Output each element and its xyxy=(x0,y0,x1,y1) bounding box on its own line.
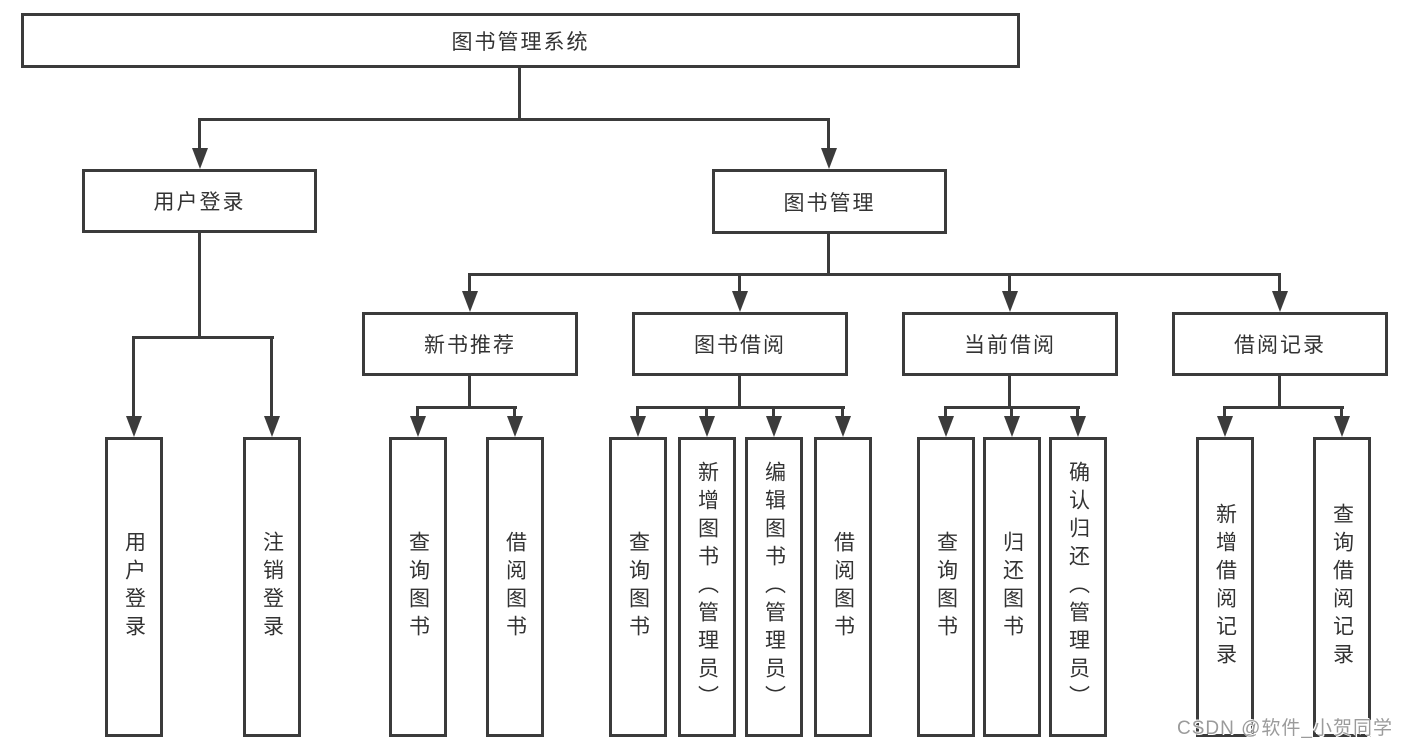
node-label: 用户登录 xyxy=(153,191,246,214)
leaf-add-book-admin: 新增图书（管理员） xyxy=(678,437,736,737)
arrow-down-icon xyxy=(192,148,208,169)
node-label: 借阅记录 xyxy=(1234,334,1326,357)
node-label: 图书借阅 xyxy=(694,334,786,357)
leaf-confirm-return-admin: 确认归还（管理员） xyxy=(1049,437,1107,737)
arrow-down-icon xyxy=(821,148,837,169)
node-label: 注销登录 xyxy=(260,531,284,643)
connector-drop-level3 xyxy=(1008,273,1011,291)
node-label: 新增图书（管理员） xyxy=(695,461,719,713)
connector-user-login-bar xyxy=(132,336,274,339)
connector-records-bar xyxy=(1223,406,1344,409)
connector-drop-leaf xyxy=(270,336,273,416)
leaf-query-books-borrow: 查询图书 xyxy=(609,437,667,737)
arrow-down-icon xyxy=(1334,416,1350,437)
node-label: 借阅图书 xyxy=(831,531,855,643)
node-label: 新书推荐 xyxy=(424,334,516,357)
node-current-borrow: 当前借阅 xyxy=(902,312,1118,376)
node-label: 查询图书 xyxy=(406,531,430,643)
node-book-management-system: 图书管理系统 xyxy=(21,13,1020,68)
arrow-down-icon xyxy=(462,291,478,312)
node-book-management: 图书管理 xyxy=(712,169,947,234)
leaf-borrow-books: 借阅图书 xyxy=(814,437,872,737)
connector-drop-leaf xyxy=(841,406,844,418)
node-user-login: 用户登录 xyxy=(82,169,317,233)
leaf-borrow-books-recommend: 借阅图书 xyxy=(486,437,544,737)
connector-user-login-stem xyxy=(198,233,201,336)
node-book-borrow: 图书借阅 xyxy=(632,312,848,376)
arrow-down-icon xyxy=(1004,416,1020,437)
connector-drop-leaf xyxy=(705,406,708,418)
connector-drop-leaf xyxy=(1076,406,1079,418)
arrow-down-icon xyxy=(410,416,426,437)
arrow-down-icon xyxy=(507,416,523,437)
leaf-return-book: 归还图书 xyxy=(983,437,1041,737)
connector-borrow-stem xyxy=(738,376,741,406)
connector-drop-book-management xyxy=(827,118,830,150)
connector-level3-bar xyxy=(468,273,1280,276)
arrow-down-icon xyxy=(699,416,715,437)
node-label: 确认归还（管理员） xyxy=(1066,461,1090,713)
connector-drop-leaf xyxy=(944,406,947,418)
arrow-down-icon xyxy=(938,416,954,437)
leaf-query-books-current: 查询图书 xyxy=(917,437,975,737)
connector-drop-leaf xyxy=(132,336,135,416)
arrow-down-icon xyxy=(1002,291,1018,312)
arrow-down-icon xyxy=(1272,291,1288,312)
arrow-down-icon xyxy=(1070,416,1086,437)
connector-drop-leaf xyxy=(416,406,419,418)
leaf-add-borrow-record: 新增借阅记录 xyxy=(1196,437,1254,737)
arrow-down-icon xyxy=(126,416,142,437)
node-new-book-recommend: 新书推荐 xyxy=(362,312,578,376)
arrow-down-icon xyxy=(835,416,851,437)
node-label: 查询图书 xyxy=(934,531,958,643)
connector-records-stem xyxy=(1278,376,1281,406)
arrow-down-icon xyxy=(766,416,782,437)
connector-drop-leaf xyxy=(513,406,516,418)
node-label: 新增借阅记录 xyxy=(1213,503,1237,671)
connector-current-stem xyxy=(1008,376,1011,406)
connector-root-stem xyxy=(518,68,521,118)
connector-book-management-stem xyxy=(827,234,830,273)
node-label: 查询图书 xyxy=(626,531,650,643)
connector-drop-level3 xyxy=(468,273,471,291)
node-label: 用户登录 xyxy=(122,531,146,643)
arrow-down-icon xyxy=(630,416,646,437)
node-label: 归还图书 xyxy=(1000,531,1024,643)
connector-drop-leaf xyxy=(772,406,775,418)
connector-recommend-stem xyxy=(468,376,471,406)
connector-drop-leaf xyxy=(1340,406,1343,418)
leaf-query-borrow-record: 查询借阅记录 xyxy=(1313,437,1371,737)
leaf-query-books-recommend: 查询图书 xyxy=(389,437,447,737)
node-label: 编辑图书（管理员） xyxy=(762,461,786,713)
node-label: 查询借阅记录 xyxy=(1330,503,1354,671)
leaf-user-login: 用户登录 xyxy=(105,437,163,737)
connector-borrow-bar xyxy=(636,406,845,409)
arrow-down-icon xyxy=(1217,416,1233,437)
leaf-edit-book-admin: 编辑图书（管理员） xyxy=(745,437,803,737)
connector-root-bar xyxy=(198,118,830,121)
leaf-logout: 注销登录 xyxy=(243,437,301,737)
watermark: CSDN @软件_小贺同学 xyxy=(1177,718,1393,739)
node-label: 图书管理系统 xyxy=(451,30,590,54)
arrow-down-icon xyxy=(264,416,280,437)
connector-drop-user-login xyxy=(198,118,201,150)
connector-drop-leaf xyxy=(1223,406,1226,418)
connector-recommend-bar xyxy=(416,406,517,409)
node-label: 图书管理 xyxy=(783,191,876,215)
node-label: 借阅图书 xyxy=(503,531,527,643)
node-label: 当前借阅 xyxy=(964,334,1056,357)
node-borrow-records: 借阅记录 xyxy=(1172,312,1388,376)
connector-drop-leaf xyxy=(1010,406,1013,418)
arrow-down-icon xyxy=(732,291,748,312)
connector-drop-leaf xyxy=(636,406,639,418)
connector-drop-level3 xyxy=(738,273,741,291)
connector-drop-level3 xyxy=(1278,273,1281,291)
